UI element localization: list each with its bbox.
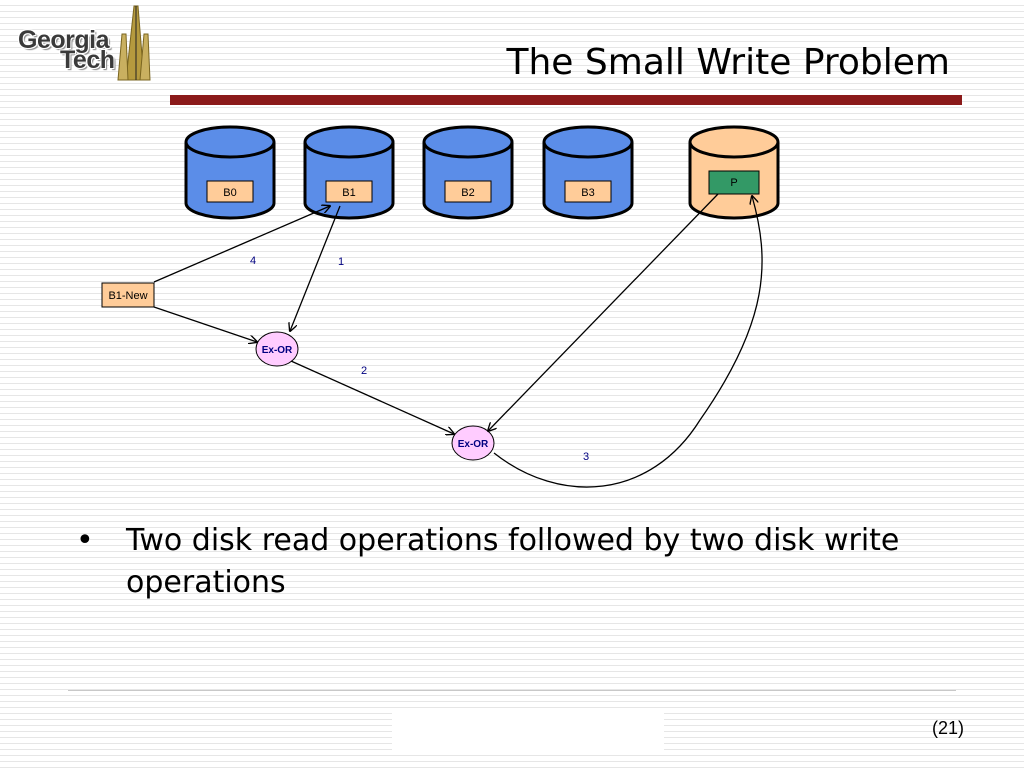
arrow-new-to-xor	[153, 306, 257, 342]
bullet-icon: •	[76, 523, 94, 558]
disk-label-b2: B2	[461, 187, 474, 199]
xor-node-2-label: Ex-OR	[458, 439, 489, 450]
footer-divider	[68, 690, 956, 691]
disk-label-b3: B3	[581, 187, 594, 199]
disk-label-b0: B0	[223, 187, 236, 199]
bullet-text: Two disk read operations followed by two…	[126, 523, 900, 600]
small-write-diagram: B0 B1 B2 B3 P B1-New Ex-OR Ex-OR	[101, 125, 780, 488]
step-label-4: 4	[250, 255, 256, 267]
arrow-step-2	[290, 360, 454, 434]
disk-parity: P	[688, 125, 780, 220]
arrow-step-1	[290, 205, 341, 331]
title-underline	[170, 95, 962, 105]
arrow-step-3	[493, 196, 763, 488]
xor-node-2: Ex-OR	[451, 425, 495, 461]
logo-line-2: Tech	[60, 46, 115, 74]
disk-b2: B2	[422, 125, 514, 220]
b1-new-label: B1-New	[108, 290, 147, 302]
slide-title: The Small Write Problem	[506, 42, 951, 83]
disk-b1: B1	[303, 125, 395, 220]
logo-line-1: Georgia	[18, 26, 109, 54]
step-label-2: 2	[361, 365, 367, 377]
disk-b3: B3	[542, 125, 634, 220]
step-label-1: 1	[338, 256, 344, 268]
arrow-step-4	[153, 206, 330, 283]
page-number: (21)	[931, 718, 964, 738]
arrow-parity-read	[488, 193, 719, 431]
xor-node-1-label: Ex-OR	[262, 345, 293, 356]
disk-label-b1: B1	[342, 187, 355, 199]
xor-node-1: Ex-OR	[255, 331, 299, 367]
disk-b0: B0	[184, 125, 276, 220]
b1-new-block: B1-New	[101, 282, 155, 308]
spire-icon	[117, 5, 151, 81]
step-label-3: 3	[583, 451, 589, 463]
bullet-item: • Two disk read operations followed by t…	[76, 520, 956, 604]
footer-placeholder	[392, 708, 664, 752]
disk-label-parity: P	[730, 177, 737, 189]
georgia-tech-logo: Georgia Tech	[14, 4, 154, 82]
